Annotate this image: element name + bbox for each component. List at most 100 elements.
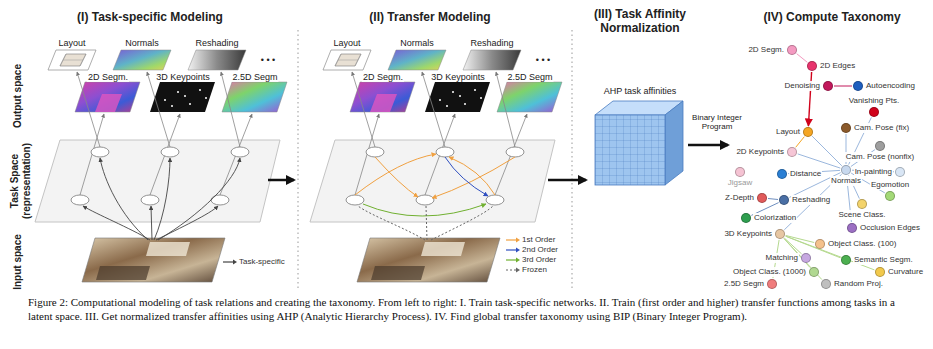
line-shape bbox=[268, 179, 294, 182]
taxonomy-edge bbox=[784, 238, 801, 254]
taxonomy-node: Z-Depth bbox=[757, 193, 767, 203]
node-label: Cam. Pose (fix) bbox=[853, 123, 910, 133]
node-label: Object Class. (1000) bbox=[732, 267, 807, 277]
text-label: Binary Integer Program bbox=[684, 113, 750, 131]
panel-heading: (II) Transfer Modeling bbox=[368, 11, 491, 25]
taxonomy-node: Matching bbox=[801, 253, 811, 263]
taxonomy-node: Layout bbox=[803, 127, 813, 137]
taxonomy-node: Vanishing Pts. bbox=[869, 107, 879, 117]
text-label: Reshading bbox=[194, 38, 239, 48]
legend-head bbox=[516, 248, 520, 253]
path-shape bbox=[154, 158, 170, 240]
legend-line bbox=[506, 259, 516, 260]
legend-sample bbox=[505, 265, 521, 275]
panel-heading: (I) Task-specific Modeling bbox=[76, 11, 224, 25]
node-label: 2D Edges bbox=[819, 61, 856, 71]
taxonomy-node: Distance bbox=[777, 169, 787, 179]
line-shape bbox=[548, 179, 586, 182]
taxonomy-node: 2D Edges bbox=[807, 61, 817, 71]
legend-head bbox=[516, 238, 520, 243]
taxonomy-node: Scene Class. bbox=[857, 199, 867, 209]
node-label: Matching bbox=[765, 253, 799, 263]
affinity-cube bbox=[595, 101, 683, 185]
text-label: • • • bbox=[260, 55, 276, 65]
node-label: 3D Keypoints bbox=[723, 229, 773, 239]
text-label: Normals bbox=[399, 38, 435, 48]
legend-sample bbox=[505, 235, 521, 245]
text-label: Task Space (representation) bbox=[9, 134, 32, 228]
node-label: In-painting bbox=[854, 167, 893, 177]
legend-head bbox=[516, 258, 520, 263]
legend-head bbox=[233, 260, 237, 265]
taxonomy-node: Cam. Pose (fix) bbox=[841, 123, 851, 133]
node-label: Autoencoding bbox=[865, 81, 916, 91]
taxonomy-edge bbox=[798, 154, 841, 168]
path-shape bbox=[432, 157, 515, 198]
taxonomy-node: Object Class. (1000) bbox=[809, 267, 819, 277]
path-shape bbox=[431, 206, 493, 240]
node-label: Curvature bbox=[887, 267, 924, 277]
node-label: 2D Keypoints bbox=[735, 147, 785, 157]
legend-text: Task-specific bbox=[238, 257, 286, 267]
node-label: 2D Segm. bbox=[747, 45, 785, 55]
node-label: Egomotion bbox=[870, 180, 910, 190]
polygon-shape bbox=[665, 101, 683, 185]
taxonomy-edge bbox=[796, 137, 805, 148]
taxonomy-node: Jigsaw bbox=[735, 167, 745, 177]
text-label: 2D Segm. bbox=[87, 72, 129, 82]
line-shape bbox=[298, 30, 299, 288]
path-shape bbox=[355, 154, 436, 195]
text-label: 3D Keypoints bbox=[430, 72, 486, 82]
node-label: Z-Depth bbox=[724, 193, 755, 203]
taxonomy-node: 2.5D Segm bbox=[767, 279, 777, 289]
node-label: Object Class. (100) bbox=[827, 239, 897, 249]
stage-arrows bbox=[268, 145, 728, 180]
text-label: 2.5D Segm bbox=[231, 72, 278, 82]
legend-item: 2nd Order bbox=[505, 245, 559, 255]
figure-caption: Figure 2: Computational modeling of task… bbox=[28, 295, 908, 324]
node-label: Cam. Pose (nonfix) bbox=[845, 152, 915, 162]
legend-item: 3rd Order bbox=[505, 255, 557, 265]
legend-sample bbox=[222, 257, 238, 267]
taxonomy-node: Normals bbox=[841, 165, 851, 175]
taxonomy-node: Semantic Segm. bbox=[841, 255, 851, 265]
node-label: Denoising bbox=[783, 81, 821, 91]
text-label: Layout bbox=[57, 38, 86, 48]
path-shape bbox=[151, 206, 152, 240]
taxonomy-node: Egomotion bbox=[885, 191, 895, 201]
taxonomy-node: Object Class. (100) bbox=[815, 239, 825, 249]
text-label: AHP task affinities bbox=[603, 86, 678, 96]
taxonomy-node: Cam. Pose (nonfix) bbox=[875, 141, 885, 151]
text-label: Output space bbox=[12, 63, 24, 129]
node-label: Occlusion Edges bbox=[859, 223, 921, 233]
node-label: Distance bbox=[789, 169, 822, 179]
panel-one-illustration bbox=[35, 50, 287, 282]
node-label: Reshading bbox=[791, 195, 831, 205]
node-label: Vanishing Pts. bbox=[848, 96, 901, 106]
path-shape bbox=[83, 206, 150, 240]
legend-item: 1st Order bbox=[505, 235, 556, 245]
transfer-arrows bbox=[355, 154, 515, 240]
taxonomy-node: Denoising bbox=[823, 81, 833, 91]
text-label: Normals bbox=[124, 38, 160, 48]
taxonomy-node: Reshading bbox=[779, 195, 789, 205]
legend-text: 2nd Order bbox=[521, 245, 559, 255]
node-label: Jigsaw bbox=[727, 178, 753, 188]
taxonomy-node: Occlusion Edges bbox=[847, 223, 857, 233]
path-shape bbox=[100, 158, 148, 240]
task-specific-arrows bbox=[83, 158, 240, 240]
taxonomy-node: 2D Segm. bbox=[787, 45, 797, 55]
node-label: 2.5D Segm bbox=[723, 279, 765, 289]
text-label: Layout bbox=[332, 38, 361, 48]
taxonomy-node: 3D Keypoints bbox=[775, 229, 785, 239]
panel-heading: (IV) Compute Taxonomy bbox=[762, 11, 901, 25]
path-shape bbox=[449, 157, 495, 195]
legend-text: 1st Order bbox=[521, 235, 556, 245]
path-shape bbox=[426, 206, 427, 240]
panel-separators bbox=[298, 30, 572, 288]
text-label: 2D Segm. bbox=[362, 72, 404, 82]
legend-line bbox=[506, 239, 516, 240]
legend-head bbox=[516, 268, 520, 273]
node-label: Colorization bbox=[753, 213, 797, 223]
